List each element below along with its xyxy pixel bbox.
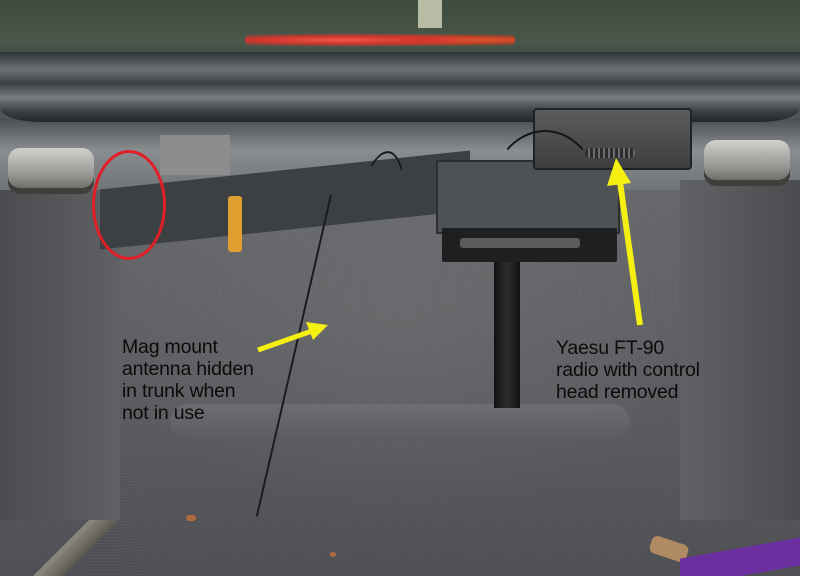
mounting-bracket	[160, 135, 230, 175]
right-trunk-wall	[680, 180, 800, 520]
yaesu-caption: Yaesu FT-90 radio with control head remo…	[556, 337, 700, 403]
highlight-circle	[92, 150, 166, 260]
trunk-hinge-clip	[30, 520, 120, 576]
mag-mount-caption: Mag mount antenna hidden in trunk when n…	[122, 336, 254, 424]
trunk-floor-ridge	[170, 404, 630, 440]
radio-cable-loop	[488, 130, 602, 274]
debris-spot	[330, 552, 336, 557]
radio-speaker-grille	[585, 148, 635, 158]
image-margin	[800, 0, 816, 576]
orange-ribbon-cable	[228, 196, 242, 252]
left-speaker	[8, 148, 94, 194]
third-brake-light	[245, 33, 515, 47]
support-pole	[494, 262, 520, 408]
debris-spot	[186, 515, 196, 521]
window-divider	[418, 0, 442, 28]
right-speaker	[704, 140, 790, 186]
